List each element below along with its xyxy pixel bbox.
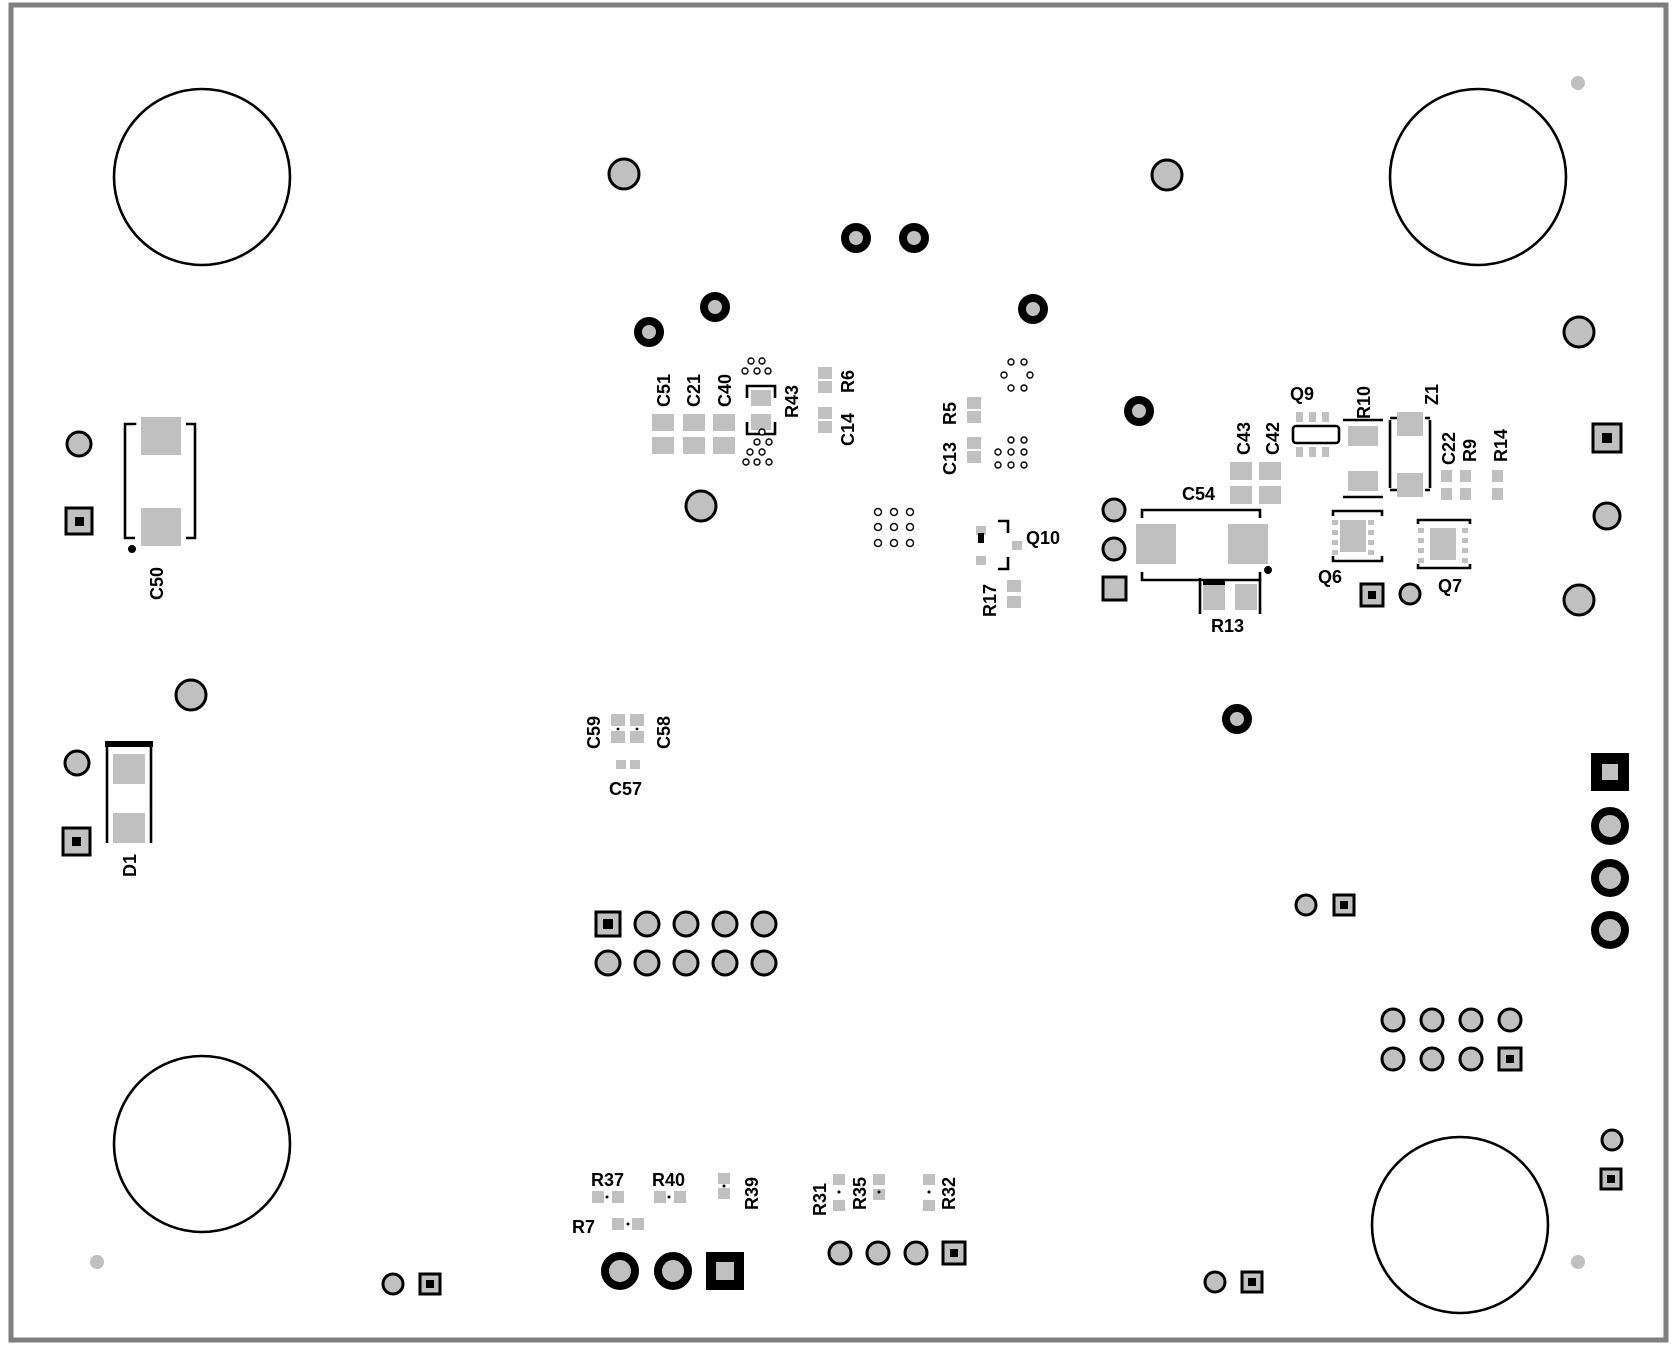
connector-right-power bbox=[1591, 753, 1629, 949]
label-R35: R35 bbox=[850, 1177, 870, 1210]
label-C57: C57 bbox=[609, 779, 642, 799]
label-C13: C13 bbox=[940, 442, 960, 475]
C51-C21-C40-pads bbox=[652, 414, 735, 454]
label-R10: R10 bbox=[1354, 386, 1374, 419]
connector-left-top bbox=[64, 430, 94, 536]
label-Z1: Z1 bbox=[1422, 384, 1442, 405]
label-R13: R13 bbox=[1211, 616, 1244, 636]
label-C54: C54 bbox=[1182, 484, 1215, 504]
Q6-footprint bbox=[1331, 509, 1384, 563]
test-pads bbox=[174, 157, 1596, 712]
D1-footprint bbox=[61, 741, 153, 857]
R43-footprint bbox=[741, 357, 777, 466]
Z1-footprint bbox=[1388, 412, 1432, 497]
label-R32: R32 bbox=[939, 1177, 959, 1210]
Q9-footprint bbox=[1291, 412, 1341, 457]
bottom-resistor-pads bbox=[592, 1173, 935, 1230]
power-vias bbox=[634, 223, 1252, 734]
connector-q6-q7 bbox=[1359, 582, 1422, 608]
C22-R9-R14-pads bbox=[1441, 470, 1503, 500]
label-C40: C40 bbox=[715, 374, 735, 407]
R13-footprint bbox=[1198, 578, 1262, 614]
C43-C42-pads bbox=[1230, 462, 1281, 504]
mounting-holes bbox=[112, 87, 1568, 1315]
R10-footprint bbox=[1343, 418, 1383, 499]
header-2x5 bbox=[594, 910, 778, 977]
label-C22: C22 bbox=[1439, 432, 1459, 465]
R17-pads bbox=[1007, 580, 1021, 608]
label-R9: R9 bbox=[1460, 439, 1480, 462]
connector-right-top bbox=[1591, 422, 1623, 531]
Q10-footprint bbox=[976, 519, 1022, 571]
label-Q10: Q10 bbox=[1026, 528, 1060, 548]
via-array-center bbox=[873, 358, 1034, 548]
C50-footprint bbox=[123, 417, 197, 553]
label-R17: R17 bbox=[980, 584, 1000, 617]
label-C43: C43 bbox=[1234, 422, 1254, 455]
label-R7: R7 bbox=[572, 1217, 595, 1237]
label-R5: R5 bbox=[940, 402, 960, 425]
label-R14: R14 bbox=[1491, 429, 1511, 462]
label-C42: C42 bbox=[1263, 422, 1283, 455]
label-Q7: Q7 bbox=[1438, 576, 1462, 596]
label-R39: R39 bbox=[742, 1177, 762, 1210]
label-C50: C50 bbox=[147, 567, 167, 600]
label-C14: C14 bbox=[838, 413, 858, 446]
label-R6: R6 bbox=[838, 370, 858, 393]
label-R40: R40 bbox=[652, 1170, 685, 1190]
R5-C13-pads bbox=[967, 397, 981, 463]
label-C21: C21 bbox=[684, 374, 704, 407]
fiducials bbox=[90, 76, 1585, 1269]
label-C51: C51 bbox=[654, 374, 674, 407]
header-2x4 bbox=[1380, 1007, 1523, 1072]
R6-C14-pads bbox=[818, 367, 832, 433]
Q7-footprint bbox=[1416, 518, 1472, 570]
label-R37: R37 bbox=[591, 1170, 624, 1190]
connector-bottom-power bbox=[601, 1252, 744, 1290]
C59-C58-C57-pads bbox=[611, 714, 644, 769]
header-1x4-bottom bbox=[827, 1240, 967, 1266]
label-R43: R43 bbox=[782, 385, 802, 418]
label-D1: D1 bbox=[120, 854, 140, 877]
label-Q6: Q6 bbox=[1318, 567, 1342, 587]
label-R31: R31 bbox=[810, 1183, 830, 1216]
C54-footprint bbox=[1101, 497, 1272, 602]
label-C59: C59 bbox=[584, 716, 604, 749]
label-C58: C58 bbox=[654, 716, 674, 749]
label-Q9: Q9 bbox=[1290, 384, 1314, 404]
two-pin-connectors bbox=[381, 893, 1624, 1296]
